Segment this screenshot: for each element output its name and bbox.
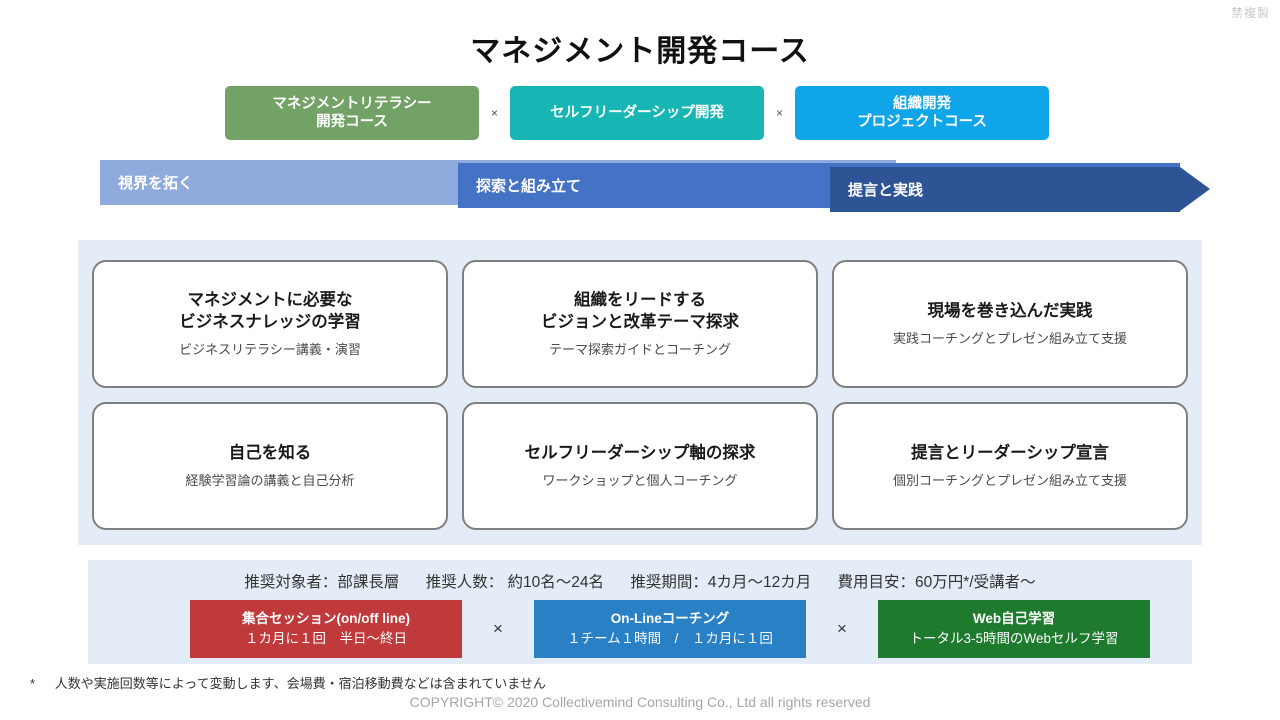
page-title: マネジメント開発コース [470,35,810,68]
program-card-subtext: 個別コーチングとプレゼン組み立て支援 [892,473,1127,489]
program-card-heading: マネジメントに必要な ビジネスナレッジの学習 [179,289,361,334]
spec-item-target: 推奨対象者：部課長層 [244,574,400,591]
program-card-heading-line1: 自己を知る [228,443,312,462]
delivery-mode-row: 集合セッション(on/off line) １カ月に１回 半日〜終日 × On-L… [190,600,1150,658]
spec-item-duration: 推奨期間：4カ月〜12カ月 [630,574,812,591]
program-card[interactable]: 自己を知る 経験学習論の講義と自己分析 [92,402,448,530]
delivery-mode-group-session[interactable]: 集合セッション(on/off line) １カ月に１回 半日〜終日 [190,600,462,658]
program-card-heading: セルフリーダーシップ軸の探求 [525,442,756,464]
program-card-grid: マネジメントに必要な ビジネスナレッジの学習 ビジネスリテラシー講義・演習 組織… [78,250,1202,540]
multiply-symbol-icon: × [837,619,847,638]
delivery-mode-web-self-learning[interactable]: Web自己学習 トータル3-5時間のWebセルフ学習 [878,600,1150,658]
delivery-mode-subtext: １チーム１時間 / １カ月に１回 [567,630,773,646]
delivery-mode-subtext: トータル3-5時間のWebセルフ学習 [909,630,1119,646]
course-chip-line1: セルフリーダーシップ開発 [550,104,724,121]
program-card-heading: 現場を巻き込んだ実践 [928,300,1093,322]
copyright-text: COPYRIGHT© 2020 Collectivemind Consultin… [409,694,871,710]
program-card-subtext: テーマ探索ガイドとコーチング [548,342,731,358]
program-card-heading-line1: セルフリーダーシップ軸の探求 [524,443,756,462]
program-card-heading-line2: ビジネスナレッジの学習 [179,313,361,332]
no-reproduction-mark: 禁複製 [1230,6,1270,20]
program-card[interactable]: 組織をリードする ビジョンと改革テーマ探求 テーマ探索ガイドとコーチング [462,260,818,388]
course-chip-row: マネジメントリテラシー 開発コース × セルフリーダーシップ開発 × 組織開発 … [225,86,1059,140]
program-card-heading-line1: 組織をリードする [574,290,706,309]
spec-summary-line: 推奨対象者：部課長層 推奨人数： 約10名〜24名 推奨期間：4カ月〜12カ月 … [88,570,1192,592]
program-card-heading-line1: マネジメントに必要な [187,290,353,309]
program-card-heading: 提言とリーダーシップ宣言 [911,442,1109,464]
program-card-heading-line1: 現場を巻き込んだ実践 [927,301,1093,320]
spec-item-cost: 費用目安：60万円*/受講者〜 [837,574,1036,591]
phase-band: 視界を拓く 探索と組み立て 提言と実践 [0,155,1280,217]
delivery-mode-heading: Web自己学習 [972,610,1056,626]
program-card-heading: 組織をリードする ビジョンと改革テーマ探求 [541,289,739,334]
delivery-mode-heading: 集合セッション(on/off line) [242,610,410,626]
program-card-heading-line2: ビジョンと改革テーマ探求 [541,313,739,332]
program-card-subtext: 実践コーチングとプレゼン組み立て支援 [892,331,1127,347]
course-chip-self-leadership[interactable]: セルフリーダーシップ開発 [510,86,764,140]
program-card-subtext: ビジネスリテラシー講義・演習 [179,342,361,358]
multiply-symbol-icon: × [493,619,503,638]
spec-item-headcount: 推奨人数： 約10名〜24名 [425,574,605,591]
course-chip-organization-development[interactable]: 組織開発 プロジェクトコース [795,86,1049,140]
delivery-mode-online-coaching[interactable]: On-Lineコーチング １チーム１時間 / １カ月に１回 [534,600,806,658]
footnote-asterisk: * [30,676,36,691]
multiply-symbol-icon: × [490,106,498,120]
course-chip-line2: 開発コース [316,114,388,130]
program-card[interactable]: マネジメントに必要な ビジネスナレッジの学習 ビジネスリテラシー講義・演習 [92,260,448,388]
course-chip-line1: 組織開発 [893,95,951,112]
program-card-subtext: 経験学習論の講義と自己分析 [185,473,355,489]
multiply-symbol-icon: × [775,106,783,120]
delivery-mode-heading: On-Lineコーチング [610,610,730,626]
phase-segment-3: 提言と実践 [830,167,1180,212]
program-card-heading: 自己を知る [229,442,312,464]
delivery-mode-subtext: １カ月に１回 半日〜終日 [245,630,407,646]
footnote-text: 人数や実施回数等によって変動します、会場費・宿泊移動費などは含まれていません [54,676,546,691]
program-card-heading-line1: 提言とリーダーシップ宣言 [911,443,1109,462]
course-chip-management-literacy[interactable]: マネジメントリテラシー 開発コース [225,86,479,140]
course-chip-line1: マネジメントリテラシー [272,95,432,112]
program-card[interactable]: 現場を巻き込んだ実践 実践コーチングとプレゼン組み立て支援 [832,260,1188,388]
footnote: * 人数や実施回数等によって変動します、会場費・宿泊移動費などは含まれていません [30,673,546,692]
program-card-subtext: ワークショップと個人コーチング [542,473,738,489]
program-card[interactable]: 提言とリーダーシップ宣言 個別コーチングとプレゼン組み立て支援 [832,402,1188,530]
course-chip-line2: プロジェクトコース [857,114,987,130]
program-card[interactable]: セルフリーダーシップ軸の探求 ワークショップと個人コーチング [462,402,818,530]
phase-arrow-head-icon [1180,167,1210,211]
